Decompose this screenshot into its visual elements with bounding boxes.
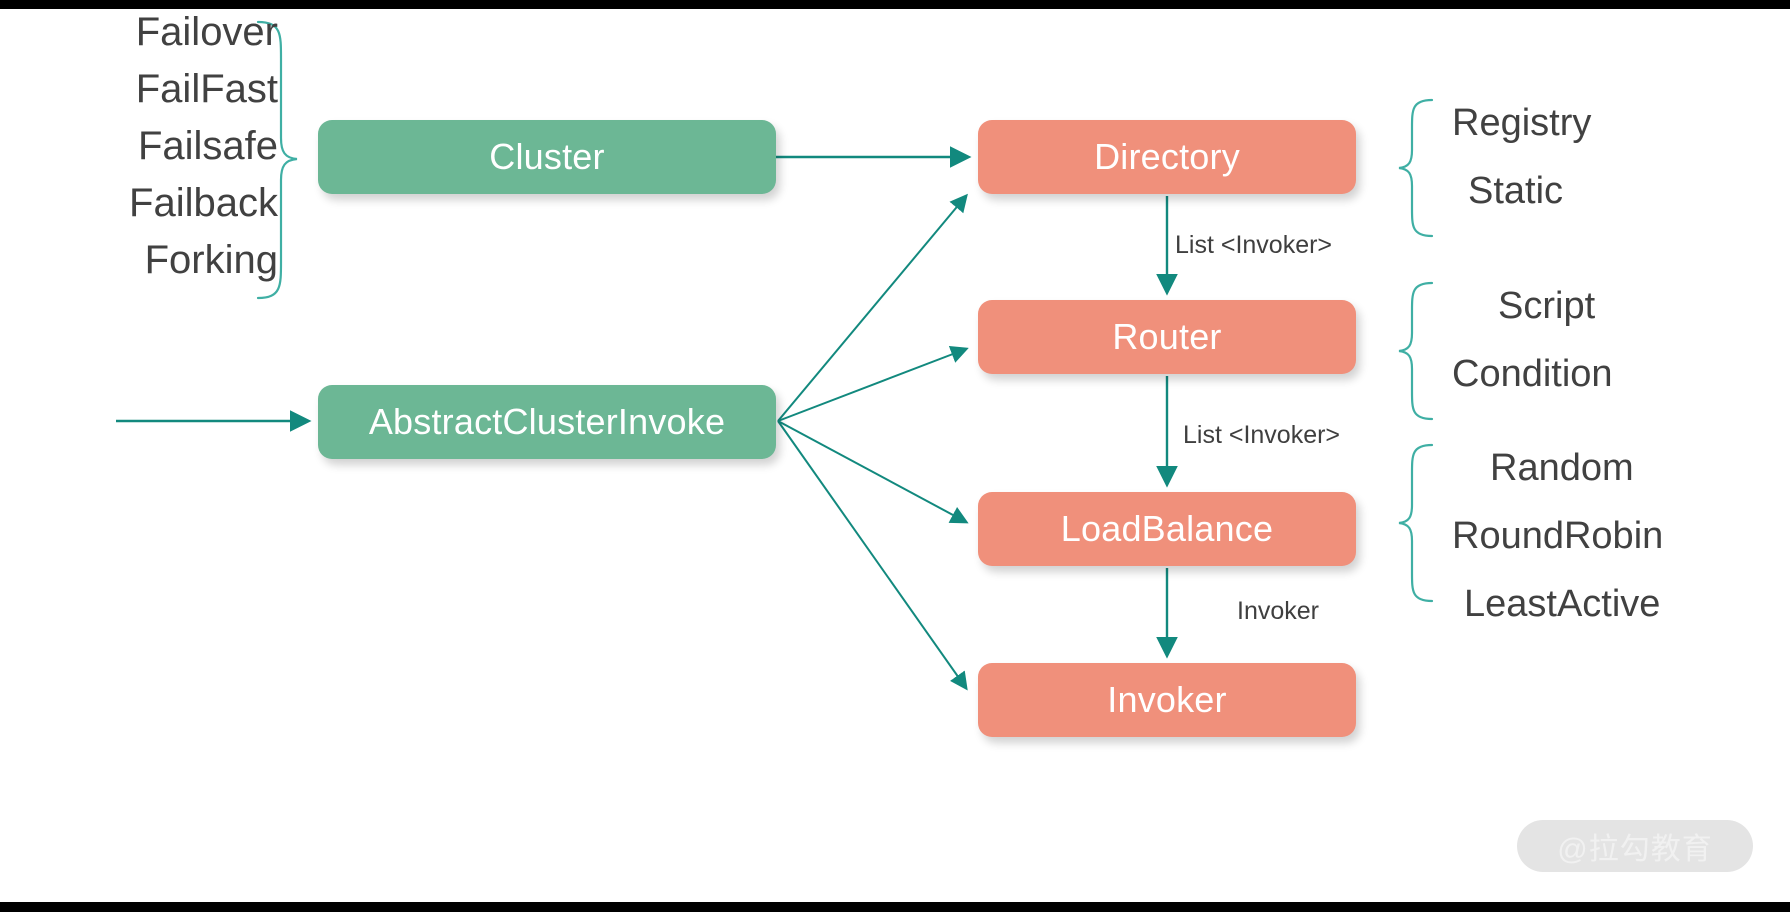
node-loadbalance[interactable]: LoadBalance xyxy=(978,492,1356,566)
node-cluster[interactable]: Cluster xyxy=(318,120,776,194)
node-router[interactable]: Router xyxy=(978,300,1356,374)
loadbalance-option-leastactive: LeastActive xyxy=(1464,583,1661,625)
bottom-letterbox-bar xyxy=(0,902,1790,912)
edge-label-router-loadbalance: List <Invoker> xyxy=(1183,421,1341,449)
brace-loadbalance-options xyxy=(1398,443,1434,603)
loadbalance-option-roundrobin: RoundRobin xyxy=(1452,515,1664,557)
watermark-badge: @拉勾教育 xyxy=(1517,820,1753,872)
edge-label-directory-router: List <Invoker> xyxy=(1175,231,1333,259)
cluster-strategy-failfast: FailFast xyxy=(135,67,278,111)
edge-abstract-to-invoker xyxy=(777,420,968,691)
cluster-strategy-failsafe: Failsafe xyxy=(137,124,278,168)
edge-label-loadbalance-invoker: Invoker xyxy=(1237,597,1319,625)
router-option-condition: Condition xyxy=(1452,353,1613,395)
top-letterbox-bar xyxy=(0,0,1790,9)
cluster-strategy-failover: Failover xyxy=(135,10,278,54)
brace-router-options xyxy=(1398,281,1434,421)
node-directory[interactable]: Directory xyxy=(978,120,1356,194)
brace-directory-options xyxy=(1398,98,1434,238)
cluster-strategy-forking: Forking xyxy=(144,238,278,282)
edge-abstract-to-loadbalance xyxy=(777,420,969,524)
node-abstract-cluster-invoke[interactable]: AbstractClusterInvoke xyxy=(318,385,776,459)
node-invoker[interactable]: Invoker xyxy=(978,663,1356,737)
directory-option-registry: Registry xyxy=(1452,102,1592,144)
router-option-script: Script xyxy=(1498,285,1596,327)
loadbalance-option-random: Random xyxy=(1490,447,1634,489)
edge-abstract-to-directory xyxy=(777,193,968,422)
edge-abstract-to-router xyxy=(777,345,969,422)
directory-option-static: Static xyxy=(1468,170,1564,212)
cluster-strategy-failback: Failback xyxy=(129,181,278,225)
